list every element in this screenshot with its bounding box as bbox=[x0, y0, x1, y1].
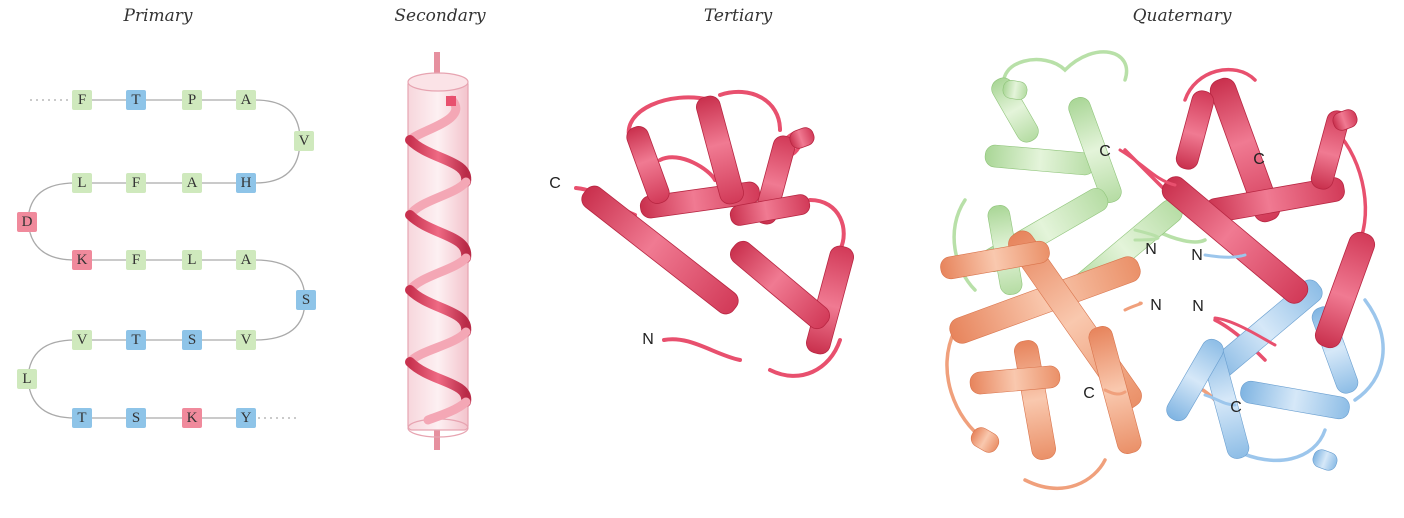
quaternary-c-terminus-orange: C bbox=[1083, 385, 1095, 403]
quaternary-c-terminus-green: C bbox=[1099, 143, 1111, 161]
tertiary-n-terminus: N bbox=[642, 331, 654, 349]
quaternary-assembly-illustration bbox=[935, 0, 1404, 518]
quaternary-c-terminus-red: C bbox=[1253, 151, 1265, 169]
quaternary-n-terminus-orange: N bbox=[1150, 297, 1162, 315]
quaternary-c-terminus-blue: C bbox=[1230, 399, 1242, 417]
quaternary-structure-panel: C C N N N N C C bbox=[935, 0, 1404, 518]
quaternary-n-terminus-green: N bbox=[1145, 241, 1157, 259]
quaternary-n-terminus-red: N bbox=[1191, 247, 1203, 265]
tertiary-c-terminus: C bbox=[549, 175, 561, 193]
quaternary-n-terminus-blue: N bbox=[1192, 298, 1204, 316]
tertiary-structure-panel: C N bbox=[540, 0, 890, 518]
tertiary-fold-illustration bbox=[540, 0, 890, 518]
